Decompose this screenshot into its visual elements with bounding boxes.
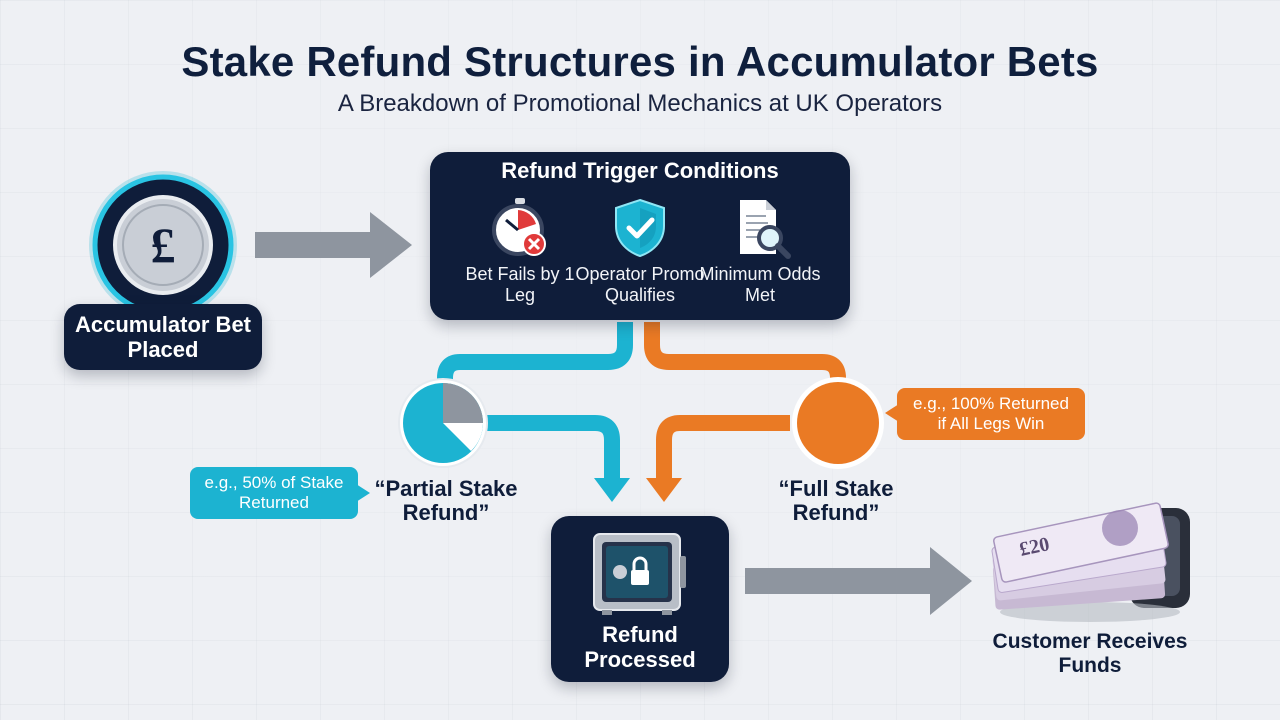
stopwatch-fail-icon <box>492 198 546 256</box>
arrow-to-customer <box>745 547 972 615</box>
condition-operator-promo: Operator Promo Qualifies <box>570 196 710 305</box>
orange-tag-pointer <box>885 404 899 422</box>
condition-minimum-odds: Minimum Odds Met <box>690 196 830 305</box>
orange-connector-trigger-to-full <box>644 322 846 385</box>
pound-coin-icon: £ <box>88 170 238 320</box>
orange-connector-full-to-refund <box>656 415 790 480</box>
trigger-title: Refund Trigger Conditions <box>501 158 779 183</box>
banknotes-icon: £20 <box>991 502 1190 622</box>
pie-partial-icon <box>398 378 488 468</box>
accumulator-bet-placed-box: Accumulator Bet Placed <box>64 304 262 370</box>
condition-bet-fails: Bet Fails by 1 Leg <box>450 196 590 305</box>
cyan-connector-partial-to-refund <box>487 415 620 480</box>
refund-processed-label: Refund Processed <box>584 622 696 673</box>
partial-example-tag: e.g., 50% of Stake Returned <box>190 467 358 519</box>
arrow-to-trigger <box>255 212 412 278</box>
shield-check-icon <box>615 198 665 258</box>
condition-label-bet-fails: Bet Fails by 1 Leg <box>465 264 575 305</box>
safe-lock-icon <box>593 533 686 615</box>
condition-label-operator-promo: Operator Promo Qualifies <box>575 264 705 305</box>
cyan-tag-pointer <box>356 484 370 502</box>
page-title: Stake Refund Structures in Accumulator B… <box>181 38 1099 85</box>
cyan-arrowhead <box>594 478 630 502</box>
orange-arrowhead <box>646 478 682 502</box>
full-circle-icon <box>792 377 884 469</box>
customer-receives-funds-label: Customer Receives Funds <box>992 630 1188 678</box>
full-stake-refund-label: “Full Stake Refund” <box>778 476 894 526</box>
partial-stake-refund-label: “Partial Stake Refund” <box>374 476 518 526</box>
full-example-tag: e.g., 100% Returned if All Legs Win <box>897 388 1085 440</box>
trigger-conditions-box: Refund Trigger Conditions Bet Fails by 1… <box>430 152 850 320</box>
condition-label-minimum-odds: Minimum Odds Met <box>699 264 821 305</box>
document-search-icon <box>740 200 791 259</box>
refund-processed-box: Refund Processed <box>551 516 729 682</box>
page-subtitle: A Breakdown of Promotional Mechanics at … <box>337 90 943 117</box>
cyan-connector-trigger-to-partial <box>437 322 633 385</box>
svg-text:£: £ <box>151 217 176 273</box>
